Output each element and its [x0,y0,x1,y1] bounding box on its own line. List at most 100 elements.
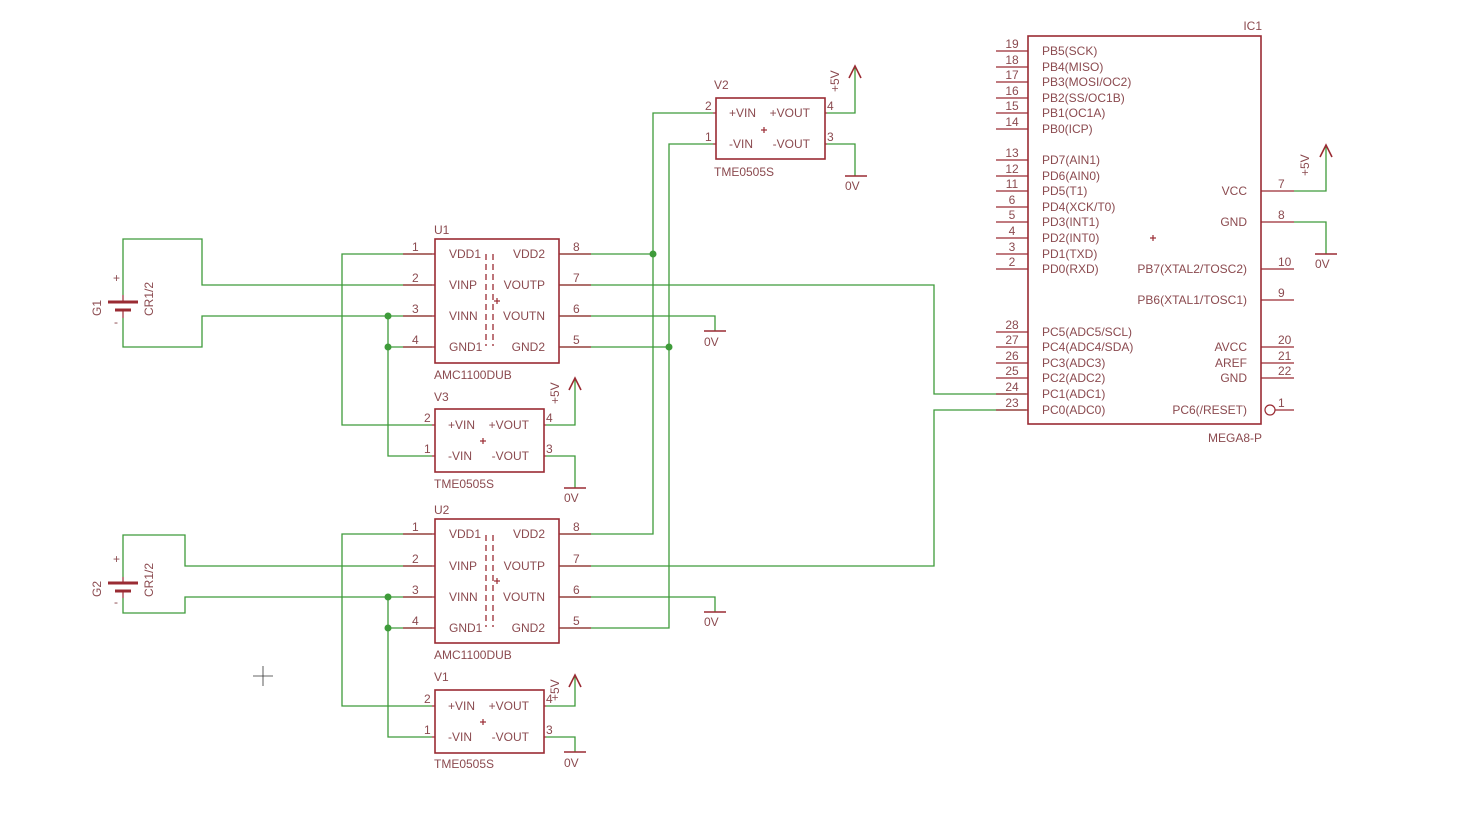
pin-label: AVCC [1215,340,1248,354]
pin-label: -VOUT [773,137,811,151]
wire-g1-plus [122,238,432,295]
pin-number: 27 [1005,333,1019,347]
wire-g2-minus [122,596,432,614]
pin-number: 3 [546,442,553,456]
pin-number: 5 [573,614,580,628]
pin-number: 3 [412,583,419,597]
pin-label: PD0(RXD) [1042,262,1099,276]
pin-label: +VOUT [489,418,530,432]
part-name: U2 [434,503,450,517]
pin-number: 17 [1005,68,1019,82]
battery-g1[interactable]: + - G1 CR1/2 [90,271,156,329]
wire-v2-vin-plus [560,112,713,535]
pin-label: PC1(ADC1) [1042,387,1105,401]
pin-label: VDD2 [513,527,545,541]
pin-number: 3 [1009,240,1016,254]
junction-dot [384,343,392,351]
junction-dot [384,593,392,601]
ic-u1-amc1100[interactable]: U1 AMC1100DUB 1 2 3 4 VDD1 VINP VINN GND… [403,223,591,382]
pin-label: PC5(ADC5/SCL) [1042,325,1132,339]
pin-number: 1 [424,723,431,737]
supply-label: +5V [548,382,562,404]
battery-g1-name: G1 [90,300,104,316]
pin-label: VOUTP [504,559,545,573]
pin-number: 3 [546,723,553,737]
pin-number: 4 [546,692,553,706]
battery-minus-sign: - [114,315,118,329]
dcdc-v1[interactable]: V1 TME0505S 2 1 4 3 +VIN -VIN +VOUT -VOU… [424,670,553,771]
pin-label: VINP [449,559,477,573]
dcdc-v2[interactable]: V2 TME0505S 2 1 4 3 +VIN -VIN +VOUT -VOU… [705,78,834,179]
pin-label: PB0(ICP) [1042,122,1093,136]
pin-label: PD4(XCK/T0) [1042,200,1115,214]
battery-plus-sign: + [113,271,120,285]
supply-label: +5V [548,679,562,701]
pin-number: 23 [1005,396,1019,410]
part-name: U1 [434,223,450,237]
part-value: AMC1100DUB [434,368,512,382]
pin-label: VOUTN [503,309,545,323]
pin-number: 3 [827,130,834,144]
pin-number: 5 [1009,208,1016,222]
ground-u2: 0V [704,611,726,629]
ground-v2: 0V [845,175,867,193]
pin-number: 2 [705,99,712,113]
ground-mcu: 0V [1315,253,1337,271]
ic-u2-amc1100[interactable]: U2 AMC1100DUB 1 2 3 4 VDD1 VINP VINN GND… [403,503,591,662]
dcdc-v3[interactable]: V3 TME0505S 2 1 4 3 +VIN -VIN +VOUT -VOU… [424,390,553,491]
wire-u1-voutp [560,284,1026,395]
ground-label: 0V [564,756,579,770]
pin-label: -VIN [448,449,472,463]
pin-number: 6 [573,583,580,597]
ground-label: 0V [564,491,579,505]
pin-label: VINN [449,590,478,604]
battery-minus-sign: - [114,595,118,609]
part-name: IC1 [1243,19,1262,33]
reset-inversion-bubble [1264,404,1276,416]
pin-number: 16 [1005,84,1019,98]
pin-label: PB7(XTAL2/TOSC2) [1137,262,1247,276]
pin-number: 13 [1005,146,1019,160]
pin-label: PD2(INT0) [1042,231,1099,245]
pin-label: GND2 [512,340,546,354]
supply-plus5v-v1: +5V [548,673,582,701]
pin-label: +VOUT [489,699,530,713]
pin-number: 7 [1278,177,1285,191]
wire-v3-vout-minus [546,455,576,488]
pin-label: PC6(/RESET) [1172,403,1247,417]
pin-number: 9 [1278,286,1285,300]
pin-number: 24 [1005,380,1019,394]
part-value: AMC1100DUB [434,648,512,662]
pin-number: 19 [1005,37,1019,51]
pin-number: 5 [573,333,580,347]
pin-label: PB6(XTAL1/TOSC1) [1137,293,1247,307]
pin-label: PD6(AIN0) [1042,169,1100,183]
pin-number: 8 [573,520,580,534]
pin-number: 1 [412,240,419,254]
pin-number: 20 [1278,333,1292,347]
pin-label: VINN [449,309,478,323]
pin-number: 6 [1009,193,1016,207]
wire-v2-vout-plus [827,67,856,114]
pin-label: GND [1220,371,1247,385]
pin-number: 4 [412,333,419,347]
battery-plus-sign: + [113,552,120,566]
pin-number: 1 [705,130,712,144]
pin-number: 22 [1278,364,1292,378]
pin-label: PB5(SCK) [1042,44,1097,58]
wires [122,67,1327,752]
pin-label: VDD2 [513,247,545,261]
pin-label: AREF [1215,356,1247,370]
pin-label: PC3(ADC3) [1042,356,1105,370]
pin-number: 2 [1009,255,1016,269]
pin-number: 1 [412,520,419,534]
pin-number: 8 [1278,208,1285,222]
pin-number: 4 [412,614,419,628]
pin-label: PB3(MOSI/OC2) [1042,75,1131,89]
battery-g2[interactable]: + - G2 CR1/2 [90,552,156,609]
pin-label: -VIN [448,730,472,744]
